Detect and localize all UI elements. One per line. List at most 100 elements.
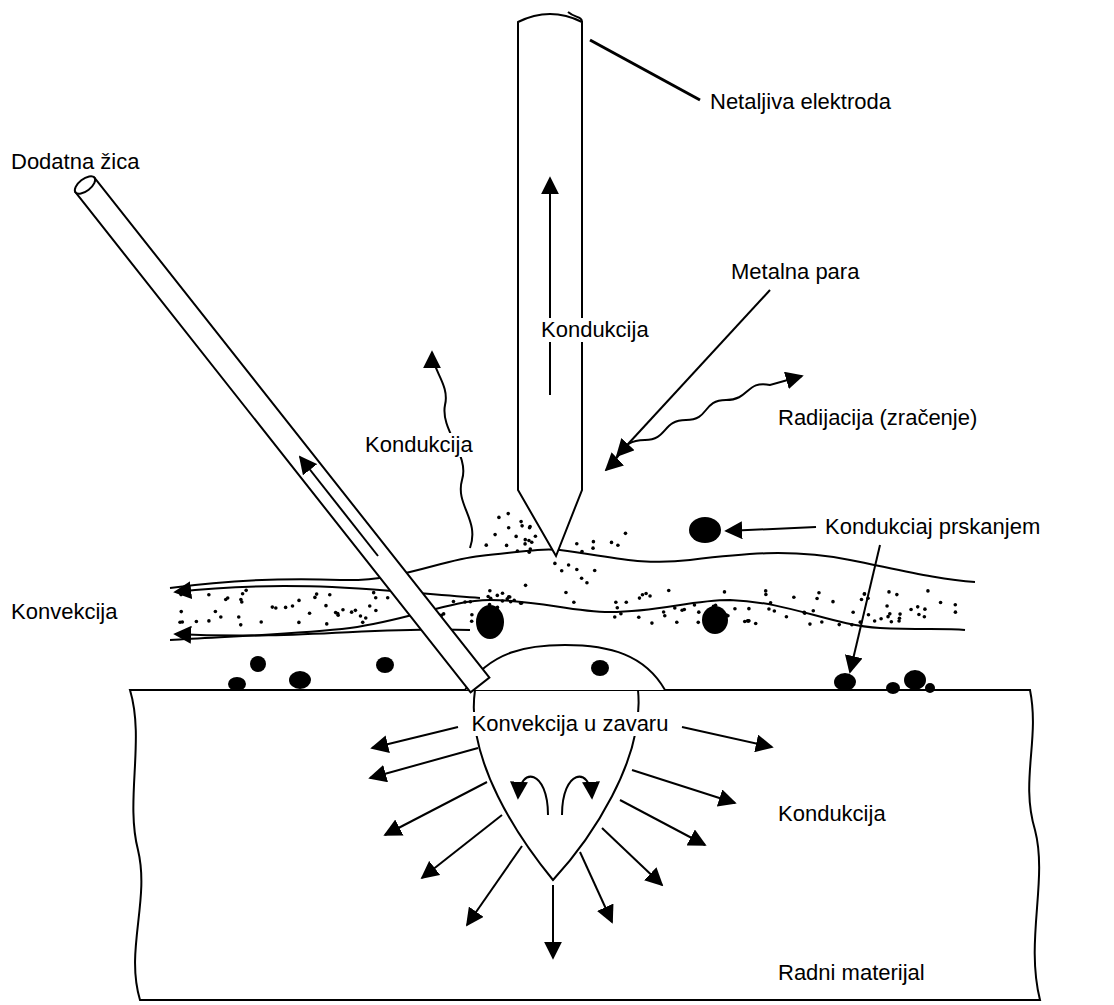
vapour-dot [860, 598, 864, 602]
vapour-dot [803, 611, 807, 615]
vapour-dot [324, 604, 328, 608]
electrode-leader [590, 40, 700, 100]
vapour-dot [733, 607, 737, 611]
vapour-dot [271, 605, 275, 609]
vapour-dot [667, 589, 671, 593]
vapour-dot [359, 614, 363, 618]
vapour-dot [592, 540, 596, 544]
vapour-dot [488, 589, 492, 593]
vapour-dot [747, 607, 751, 611]
vapour-dot [524, 584, 528, 588]
vapour-dot [867, 613, 871, 617]
vapour-dot [239, 623, 243, 627]
vapour-dot [297, 621, 301, 625]
vapour-dot [863, 592, 867, 596]
vapour-dot [214, 610, 218, 614]
vapour-dot [585, 581, 589, 585]
vapour-dot [575, 542, 579, 546]
callout-label: Radijacija (zračenje) [775, 406, 980, 430]
vapour-dot [259, 620, 263, 624]
vapour-dot [580, 550, 584, 554]
vapour-dot [528, 526, 532, 530]
vapour-dot [820, 620, 824, 624]
vapour-dot [523, 538, 527, 542]
vapour-dot [811, 609, 815, 613]
electrode-conduction-arrow [549, 178, 551, 395]
vapour-dot [837, 623, 841, 627]
conduction-arrows [370, 727, 772, 958]
vapour-dot [328, 593, 332, 597]
vapour-dot [179, 610, 183, 614]
vapour-dot [890, 620, 894, 624]
vapour-dot [898, 612, 902, 616]
vapour-dot [754, 622, 758, 626]
vapour-dot [291, 604, 295, 608]
vapour-dot [817, 591, 821, 595]
vapour-dot [442, 612, 446, 616]
vapour-dot [501, 591, 505, 595]
vapour-dot [638, 596, 642, 600]
vapour-dot [767, 607, 771, 611]
vapour-dot [244, 589, 248, 593]
callout-label: Kondukcija [538, 318, 652, 342]
vapour-dot [939, 601, 943, 605]
vapour-dot [648, 594, 652, 598]
vapour-dot [831, 600, 835, 604]
vapour-leader [617, 290, 770, 456]
electrode-cap [568, 12, 582, 22]
vapour-dot [516, 549, 520, 553]
radiation-wavy-arrow [606, 376, 802, 470]
spatter-blobs [228, 517, 935, 694]
vapour-dot [697, 610, 701, 614]
vapour-dot [624, 532, 628, 536]
vapour-dot [917, 613, 921, 617]
vapour-dot [926, 589, 930, 593]
vapour-dot [527, 550, 531, 554]
convection-arrow [175, 586, 480, 598]
convection-arrow [562, 777, 592, 815]
vapour-dot [888, 612, 892, 616]
wire-end [72, 173, 98, 197]
vapour-dot [560, 569, 564, 573]
weld-bead [465, 645, 665, 690]
vapour-dot [523, 542, 527, 546]
vapour-dot [354, 609, 358, 613]
vapour-dot [308, 611, 312, 615]
vapour-dot [553, 562, 557, 566]
vapour-dot [207, 619, 211, 623]
arc-boundary [170, 549, 975, 588]
vapour-dot [923, 607, 927, 611]
vapour-dot [662, 610, 666, 614]
vapour-dot [879, 617, 883, 621]
vapour-dot [863, 592, 867, 596]
vapour-dot [785, 615, 789, 619]
wire-conduction-arrow [300, 457, 378, 556]
vapour-dot [219, 615, 223, 619]
vapour-dot [507, 526, 511, 530]
vapour-dot [364, 616, 368, 620]
vapour-dot [615, 606, 619, 610]
vapour-dot [237, 615, 241, 619]
vapour-dot [341, 608, 345, 612]
vapour-dot [572, 600, 576, 604]
vapour-dot [641, 593, 645, 597]
spatter-leader [726, 527, 816, 531]
convection-arrow [518, 777, 548, 815]
vapour-dot [325, 622, 329, 626]
vapour-dot [350, 610, 354, 614]
vapour-dot [663, 614, 667, 618]
spatter-leader [850, 545, 880, 672]
vapour-dot [747, 619, 751, 623]
vapour-dot [764, 593, 768, 597]
vapour-dot [619, 612, 623, 616]
vapour-dot [486, 595, 490, 599]
vapour-dot [650, 621, 654, 625]
vapour-dot [773, 609, 777, 613]
vapour-dot [361, 621, 365, 625]
vapour-dot [564, 591, 568, 595]
vapour-dot [954, 610, 958, 614]
vapour-dot [792, 595, 796, 599]
vapour-dot [493, 533, 497, 537]
